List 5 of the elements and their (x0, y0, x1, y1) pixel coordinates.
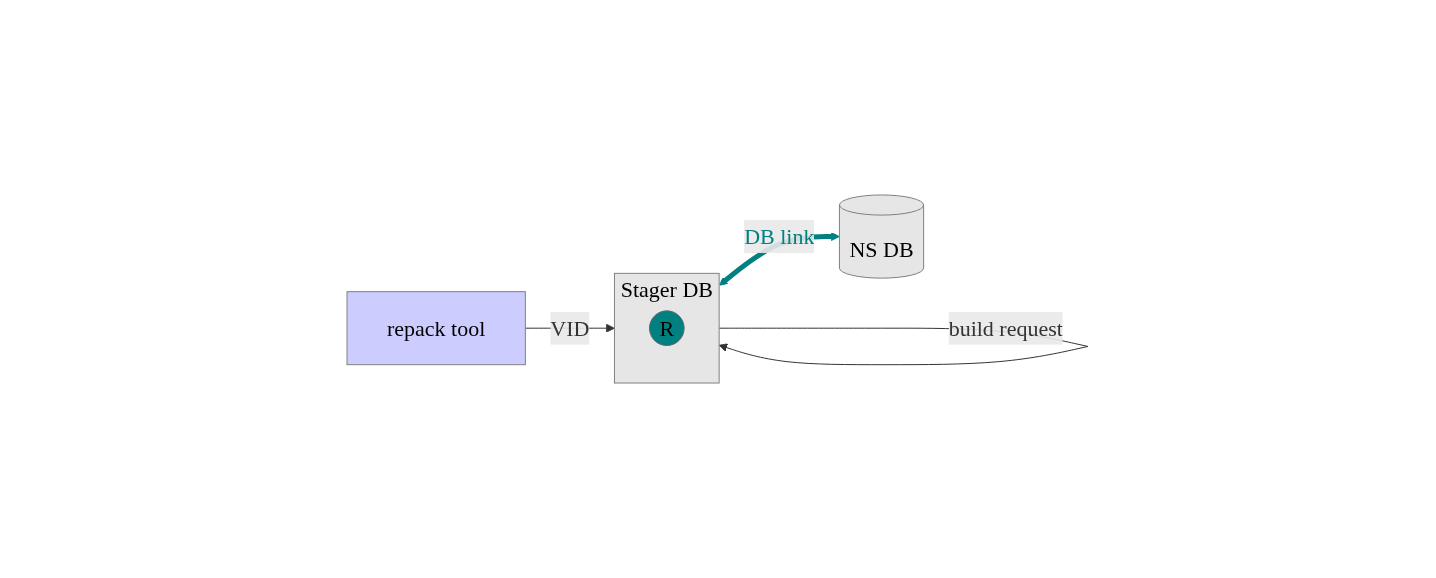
node-box: repack tool (346, 291, 527, 366)
node-circle: R (649, 310, 686, 347)
edge-label: build request (949, 315, 1064, 341)
edge-label: VID (550, 315, 590, 341)
edge-label: DB link (744, 224, 815, 250)
